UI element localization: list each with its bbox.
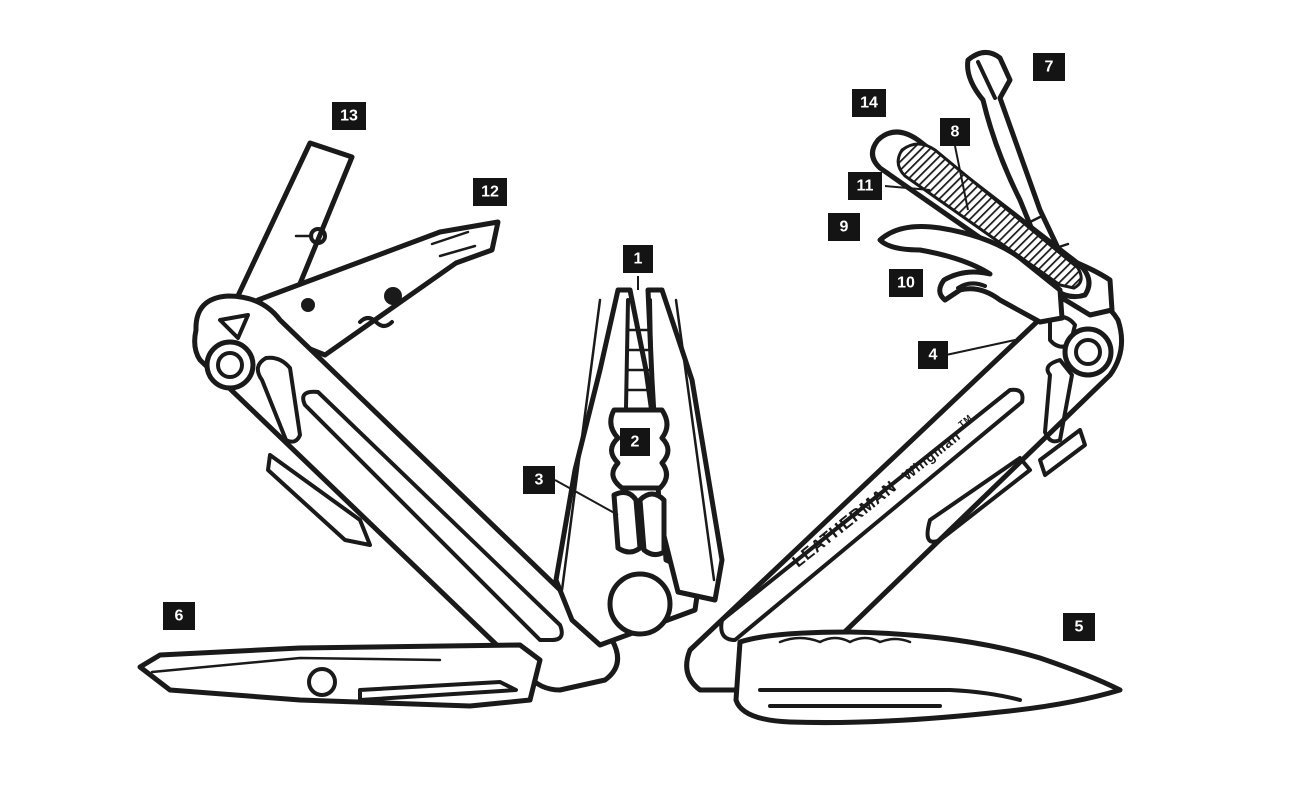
svg-text:8: 8 [951,124,960,141]
callout-badge-12: 12 [473,178,507,206]
svg-text:13: 13 [340,108,358,125]
leader-lines [554,145,1016,516]
svg-text:11: 11 [857,178,874,195]
callout-badge-5: 5 [1063,613,1095,641]
svg-text:6: 6 [175,608,184,625]
tool-12-bit-screwdriver [255,219,501,358]
callout-badge-8: 8 [940,118,970,146]
callout-badge-13: 13 [332,102,366,130]
svg-text:3: 3 [535,472,544,489]
svg-text:5: 5 [1075,619,1084,636]
callout-badge-9: 9 [828,213,860,241]
svg-text:10: 10 [897,275,915,292]
left-handle [192,293,621,693]
svg-text:1: 1 [634,251,643,268]
callout-badge-6: 6 [163,602,195,630]
callout-badge-3: 3 [523,466,555,494]
callout-badge-10: 10 [889,269,923,297]
svg-text:7: 7 [1045,59,1054,76]
tool-9-10-bottle-can-opener [877,224,1065,325]
tool-5-knife [733,629,1123,726]
svg-text:14: 14 [860,95,878,112]
svg-text:2: 2 [631,434,640,451]
svg-text:9: 9 [840,219,849,236]
callout-badge-11: 11 [848,172,882,200]
callout-badge-4: 4 [918,341,948,369]
callout-badge-7: 7 [1033,53,1065,81]
tool-6-scissors [137,642,543,709]
right-handle: LEATHERMAN Wingman TM [684,295,1125,693]
callout-badge-2: 2 [620,428,650,456]
svg-text:4: 4 [929,347,938,364]
svg-text:12: 12 [481,184,499,201]
tool-8-file [870,129,1092,300]
callout-badge-1: 1 [623,245,653,273]
callout-badge-14: 14 [852,89,886,117]
pliers-jaws [553,287,725,648]
